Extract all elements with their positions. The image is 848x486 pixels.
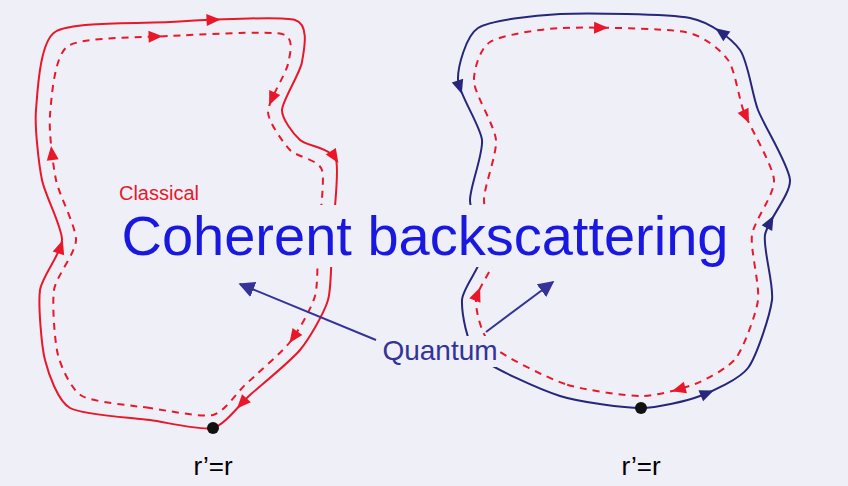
direction-arrowhead bbox=[45, 145, 59, 160]
point-label: r’=r bbox=[619, 452, 662, 481]
quantum-label: Quantum bbox=[380, 336, 499, 367]
direction-arrowhead bbox=[264, 90, 281, 108]
start-point bbox=[635, 402, 647, 414]
direction-arrowhead bbox=[670, 382, 687, 397]
direction-arrowhead bbox=[148, 30, 162, 42]
leader-line bbox=[486, 282, 553, 332]
direction-arrowhead bbox=[698, 385, 716, 401]
direction-arrowhead bbox=[285, 328, 303, 346]
direction-arrowhead bbox=[326, 148, 344, 166]
start-point bbox=[207, 422, 219, 434]
heading-label: Coherent backscattering bbox=[119, 205, 730, 267]
direction-arrowhead bbox=[53, 238, 69, 255]
direction-arrowhead bbox=[738, 108, 755, 126]
direction-arrowhead bbox=[469, 285, 485, 302]
direction-arrowhead bbox=[206, 13, 221, 26]
leader-line bbox=[240, 284, 376, 340]
direction-arrowhead bbox=[594, 22, 608, 34]
direction-arrowhead bbox=[762, 213, 779, 231]
classical-label: Classical bbox=[117, 182, 201, 204]
point-label: r’=r bbox=[191, 452, 234, 481]
direction-arrowhead bbox=[452, 79, 468, 96]
direction-arrowhead bbox=[712, 23, 730, 41]
